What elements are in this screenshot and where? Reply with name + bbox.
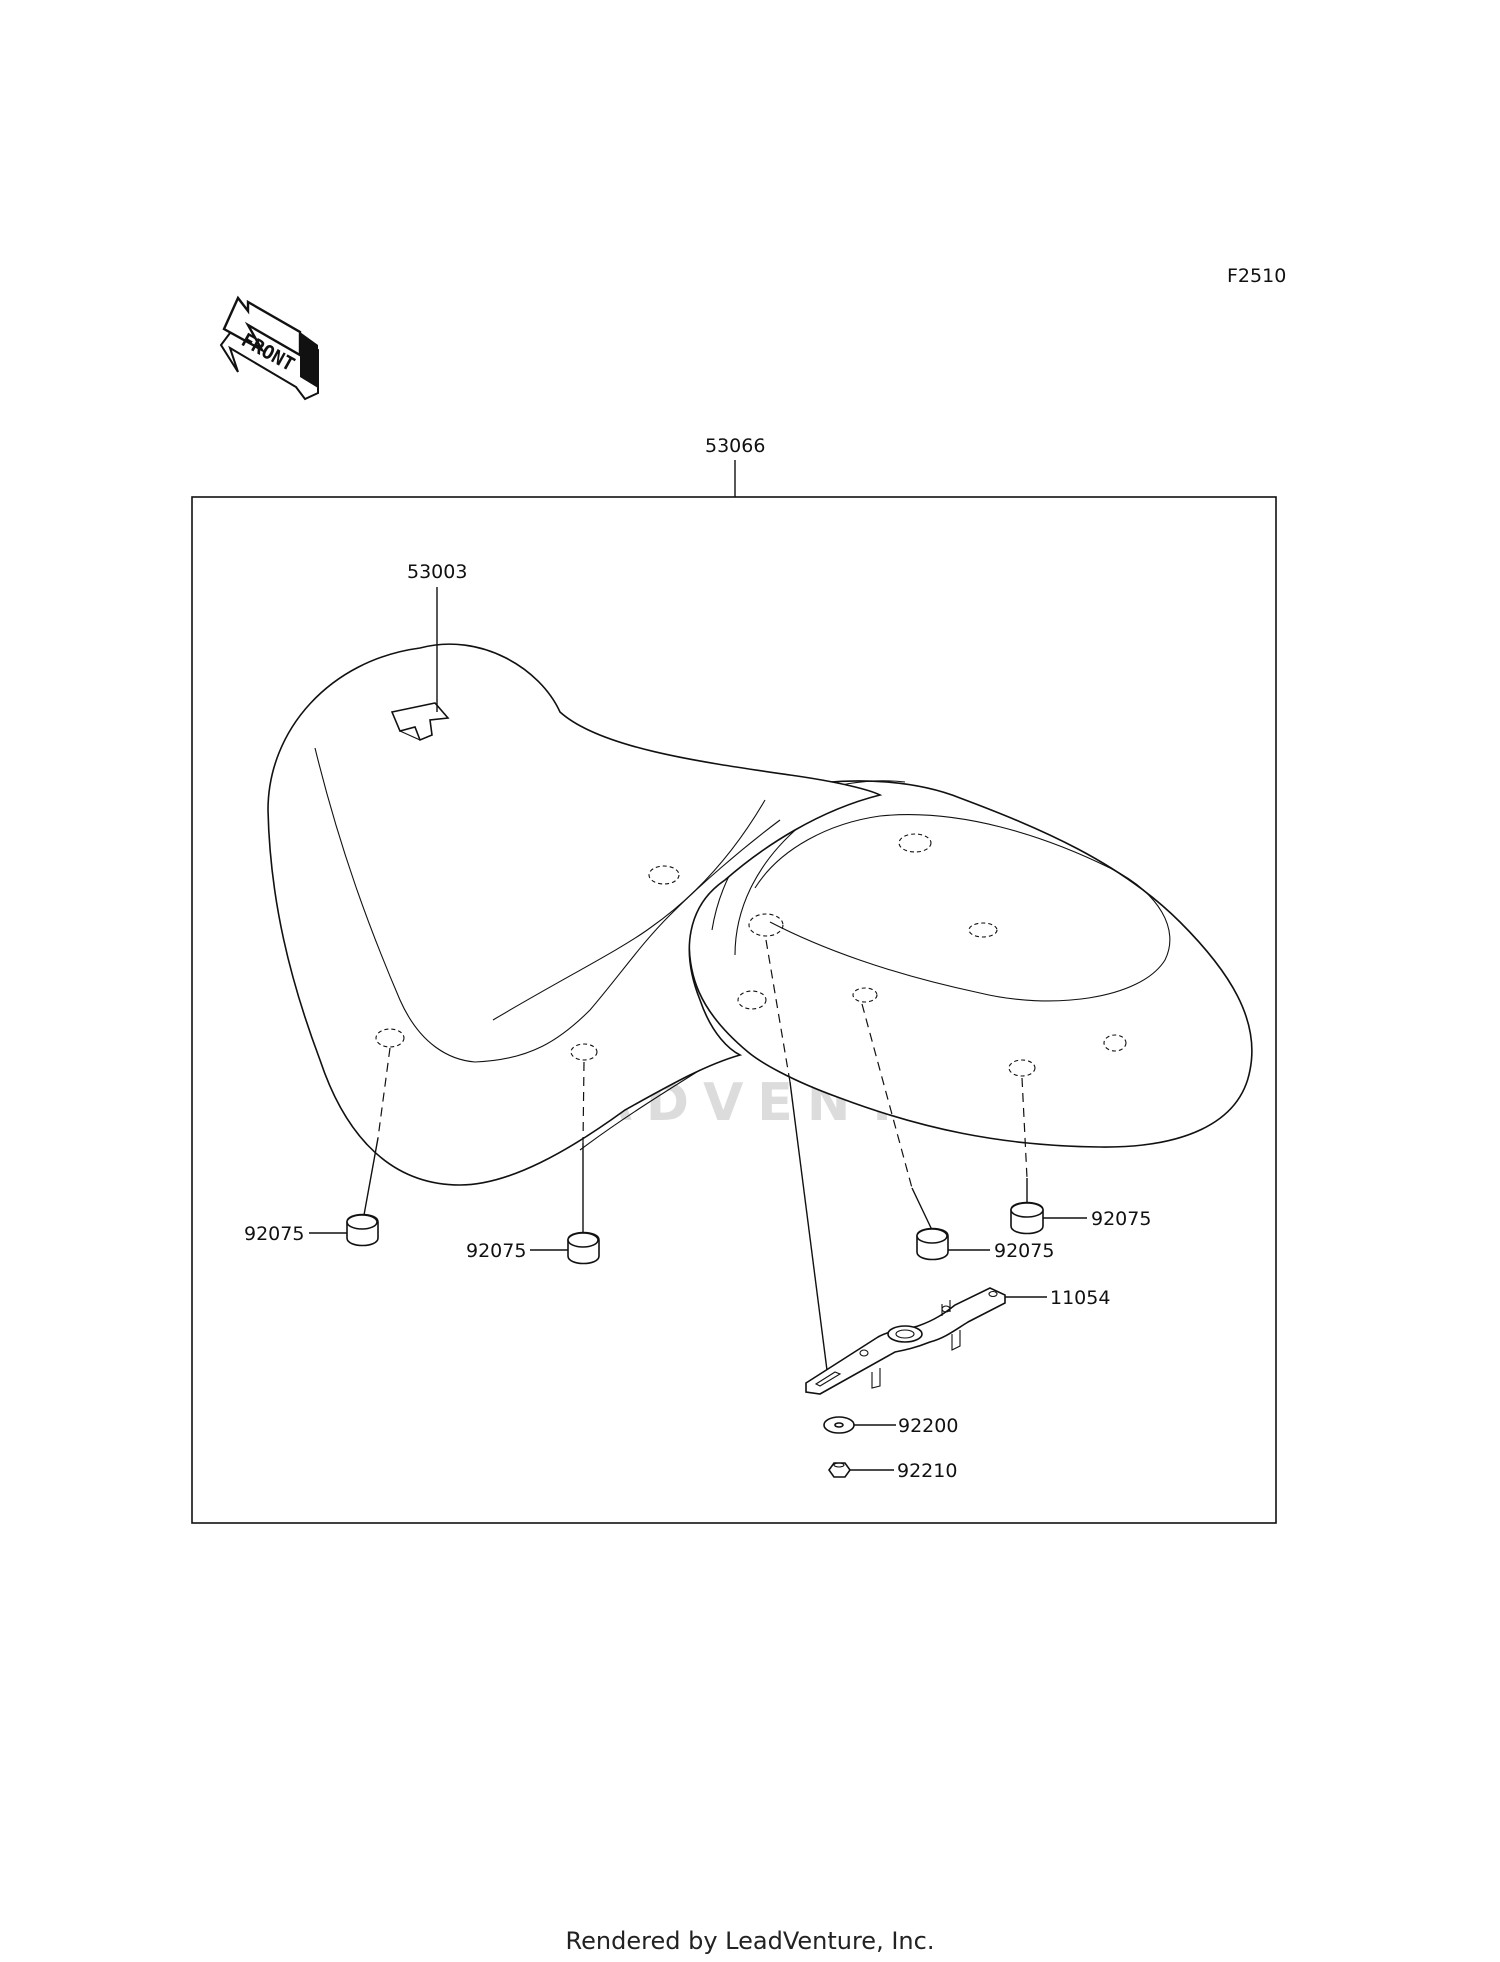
figure-code: F2510: [1227, 265, 1286, 287]
bracket-11054: [805, 1287, 1006, 1395]
label-53066: 53066: [705, 435, 765, 457]
label-11054: 11054: [1050, 1287, 1110, 1309]
assembly-frame: [191, 496, 1277, 1524]
front-arrow-icon: FRONT: [219, 295, 319, 401]
label-92075-b: 92075: [466, 1240, 526, 1262]
nut-92210: [828, 1462, 851, 1478]
washer-92200: [823, 1416, 855, 1434]
seat-body: [267, 643, 1253, 1186]
label-92210: 92210: [897, 1460, 957, 1482]
label-92200: 92200: [898, 1415, 958, 1437]
damper-92075-rear-right: [1010, 1201, 1044, 1235]
label-92075-d: 92075: [1091, 1208, 1151, 1230]
footer-credit: Rendered by LeadVenture, Inc.: [565, 1927, 935, 1955]
damper-92075-front-mid: [567, 1231, 600, 1265]
label-92075-c: 92075: [994, 1240, 1054, 1262]
label-53003: 53003: [407, 561, 467, 583]
label-92075-a: 92075: [244, 1223, 304, 1245]
damper-92075-rear-mid: [916, 1227, 949, 1261]
damper-92075-front-left: [346, 1213, 379, 1247]
